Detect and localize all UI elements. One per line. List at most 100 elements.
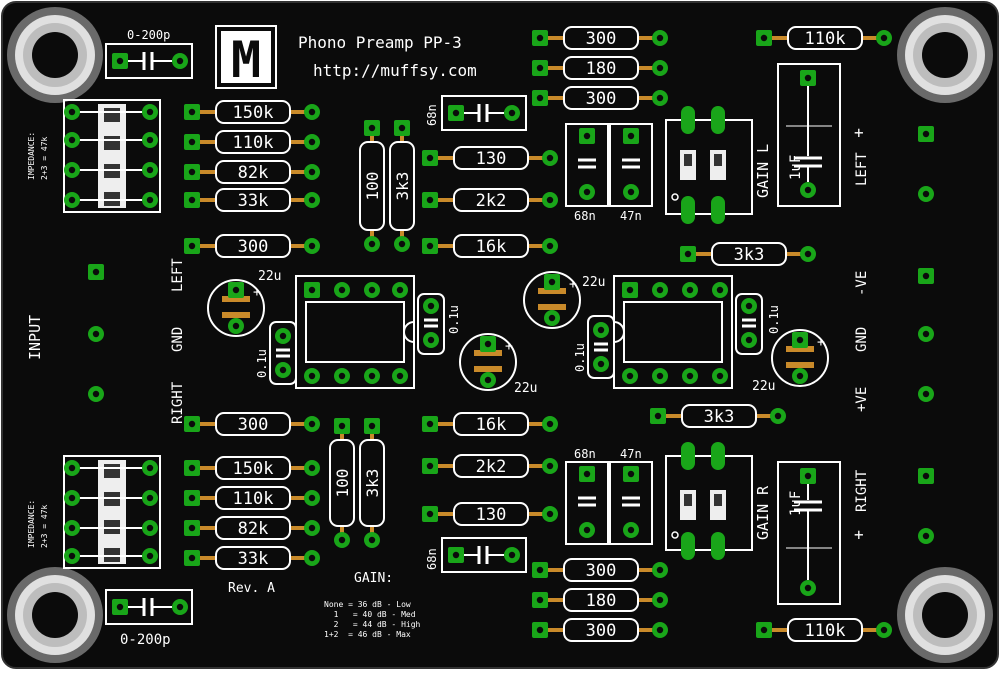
- resistor-r16k-bot: 16k: [422, 412, 558, 436]
- svg-text:68n: 68n: [425, 104, 439, 126]
- cap-1uf-bottom: 1uF: [777, 461, 841, 605]
- impedance-top-value: 2+3 = 47k: [40, 136, 49, 180]
- resistor-value: 16k: [476, 415, 507, 435]
- resistor-r33k-top: 33k: [184, 188, 320, 212]
- gain-switch-right: [665, 442, 753, 560]
- resistor-r100-bot: 100: [329, 418, 355, 548]
- svg-text:47n: 47n: [620, 447, 642, 461]
- resistor-r110k-out-top: 110k: [756, 26, 892, 50]
- resistor-value: 2k2: [476, 457, 507, 477]
- impedance-switch-bottom: [63, 455, 161, 569]
- mounting-hole-bottom-right: [897, 567, 993, 663]
- gain-switch-left: [665, 106, 753, 224]
- mounting-hole-top-left: [7, 7, 103, 103]
- input-gnd-label: GND: [170, 327, 186, 352]
- left-output-label: LEFT: [854, 152, 870, 186]
- resistor-r3k3-mid-top: 3k3: [680, 242, 816, 266]
- resistor-value: 100: [363, 172, 382, 201]
- resistor-value: 300: [586, 89, 617, 109]
- resistor-value: 150k: [233, 103, 274, 123]
- cap-0-1u-a: 0.1u: [255, 321, 297, 385]
- resistor-value: 180: [586, 59, 617, 79]
- resistor-value: 300: [586, 621, 617, 641]
- resistor-r150k-bot: 150k: [184, 456, 320, 480]
- resistor-r33k-bot: 33k: [184, 546, 320, 570]
- right-output-label: RIGHT: [854, 469, 870, 512]
- svg-text:22u: 22u: [514, 381, 537, 396]
- gain-table-title: GAIN:: [354, 571, 393, 586]
- resistor-r82k-top: 82k: [184, 160, 320, 184]
- resistor-r300-a: 300: [532, 26, 668, 50]
- resistor-r300-left-bot: 300: [184, 412, 320, 436]
- left-output-plus: +: [854, 123, 864, 142]
- resistor-r180-bot: 180: [532, 588, 668, 612]
- resistor-r110k-out-bot: 110k: [756, 618, 892, 642]
- svg-text:68n: 68n: [425, 548, 439, 570]
- cap-0-1u-d: 0.1u: [735, 293, 781, 355]
- mounting-hole-top-right: [897, 7, 993, 103]
- cap-0-1u-b: 0.1u: [417, 293, 461, 355]
- resistor-r300-left-top: 300: [184, 234, 320, 258]
- board-url: http://muffsy.com: [313, 61, 477, 80]
- resistor-r110k-bot: 110k: [184, 486, 320, 510]
- svg-text:+: +: [253, 285, 261, 300]
- muffsy-logo: M: [215, 25, 277, 89]
- svg-text:+: +: [505, 339, 513, 354]
- resistor-r3k3-mid-bot: 3k3: [650, 404, 786, 428]
- svg-text:22u: 22u: [582, 275, 605, 290]
- gain-table-row-3: 2 = 44 dB - High: [324, 620, 421, 629]
- resistor-r2k2-bot: 2k2: [422, 454, 558, 478]
- svg-text:+: +: [569, 277, 577, 292]
- cap-0-200p-top: 0-200p: [105, 28, 193, 79]
- svg-text:0.1u: 0.1u: [255, 349, 269, 378]
- gain-table-row-1: None = 36 dB - Low: [324, 600, 411, 609]
- gain-table-row-4: 1+2 = 46 dB - Max: [324, 630, 411, 639]
- input-right-label: RIGHT: [170, 381, 186, 424]
- svg-text:1uF: 1uF: [788, 155, 804, 180]
- cap-1uf-top: 1uF: [777, 63, 841, 207]
- svg-text:22u: 22u: [752, 379, 775, 394]
- input-left-label: LEFT: [170, 258, 186, 292]
- svg-text:1uF: 1uF: [788, 491, 804, 516]
- resistor-value: 82k: [238, 519, 269, 539]
- resistor-value: 180: [586, 591, 617, 611]
- resistor-r130-bot: 130: [422, 502, 558, 526]
- resistor-value: 300: [238, 415, 269, 435]
- svg-text:0-200p: 0-200p: [120, 632, 171, 648]
- svg-text:47n: 47n: [620, 209, 642, 223]
- resistor-r300-c: 300: [532, 558, 668, 582]
- svg-text:68n: 68n: [574, 447, 596, 461]
- svg-text:M: M: [231, 31, 261, 89]
- cap-68n-bottom: 68n: [425, 537, 527, 573]
- resistor-r100-top: 100: [359, 120, 385, 252]
- svg-text:0.1u: 0.1u: [573, 343, 587, 372]
- gain-caps-right: 68n 47n: [565, 447, 653, 545]
- svg-text:68n: 68n: [574, 209, 596, 223]
- resistor-value: 300: [238, 237, 269, 257]
- impedance-switch-top: [63, 99, 161, 213]
- board-title: Phono Preamp PP-3: [298, 33, 462, 52]
- resistor-r2k2-top: 2k2: [422, 188, 558, 212]
- resistor-r300-b: 300: [532, 86, 668, 110]
- resistor-value: 3k3: [363, 469, 382, 498]
- svg-text:0.1u: 0.1u: [767, 305, 781, 334]
- resistor-r16k-top: 16k: [422, 234, 558, 258]
- gain-l-label: GAIN L: [754, 144, 772, 198]
- impedance-bottom-label: IMPEDANCE:: [27, 500, 36, 548]
- mounting-hole-bottom-left: [7, 567, 103, 663]
- power-neg-label: -VE: [854, 271, 870, 296]
- resistor-value: 3k3: [734, 245, 765, 265]
- resistor-value: 110k: [805, 621, 846, 641]
- svg-text:0.1u: 0.1u: [447, 305, 461, 334]
- resistor-value: 130: [476, 505, 507, 525]
- resistor-value: 16k: [476, 237, 507, 257]
- resistor-value: 110k: [233, 133, 274, 153]
- right-output-plus: +: [854, 525, 864, 544]
- svg-text:0-200p: 0-200p: [127, 28, 170, 42]
- gain-r-label: GAIN R: [754, 485, 772, 540]
- resistor-r130-top: 130: [422, 146, 558, 170]
- resistor-r3k3-top: 3k3: [389, 120, 415, 252]
- cap-0-200p-bottom: 0-200p: [105, 589, 193, 648]
